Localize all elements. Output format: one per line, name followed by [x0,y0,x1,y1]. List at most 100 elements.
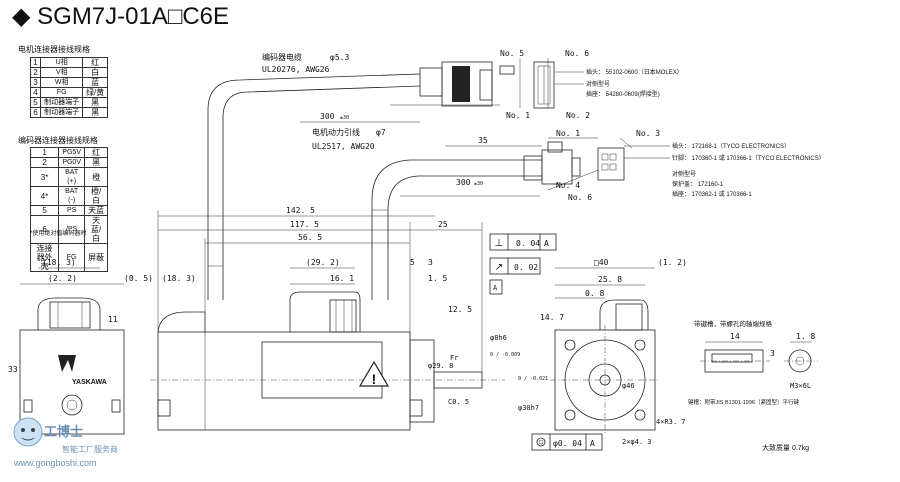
motor-table-heading: 电机连接器接线规格 [18,45,90,54]
tol-runout: 0. 02 [514,263,538,272]
page-title: ◆ SGM7J-01A□C6E [12,2,229,31]
dim-2x: 2×φ4. 3 [622,438,652,446]
datum-label: A [493,284,498,292]
power-cable-diameter: φ7 [376,128,386,137]
dim-18-3-b: (18. 3) [162,274,196,283]
dim-4r: 4×R3. 7 [656,418,686,426]
dim-117: 117. 5 [290,220,319,229]
encoder-cell: BAT (-) [58,186,86,206]
tol-perp: 0. 04 [516,239,540,248]
left-end-view: YASKAWA [19,297,125,435]
tol-perp-ref: A [544,239,549,248]
encoder-cable-length: 300 [320,112,335,121]
pwr-no1: No. 1 [556,129,580,138]
tol-concentric: φ0. 04 [553,439,582,448]
model-name: SGM7J-01A□C6E [37,3,230,30]
diamond-bullet-icon: ◆ [12,3,31,30]
encoder-cell: 连接器外壳 [29,243,60,272]
power-cable [371,159,542,300]
enc-mating: 对侧型号 [586,80,610,88]
dim-0-5: (0. 5) [124,274,153,283]
encoder-cell: 4* [29,186,60,206]
dim-14: 14 [730,332,740,341]
pwr-socket: 插座： 170362-1 或 170366-1 [672,190,752,198]
dim-0-8: 0. 8 [585,289,604,298]
dim-30h7: φ30h7 [518,404,539,412]
motor-cell: 制动器端子 [39,107,84,118]
svg-text:!: ! [372,371,377,387]
power-cable-spec: UL2517, AWG20 [312,142,375,151]
dim-29-8: φ29. 8 [428,362,453,370]
svg-text:↗: ↗ [495,262,503,273]
encoder-table-note: *使用绝对值编码器时 [30,231,87,237]
power-cable-label: 电机动力引线 [312,127,360,137]
dim-3: 3 [428,258,433,267]
watermark-slogan: 智能工厂服务商 [62,444,118,454]
dim-25-8: 25. 8 [598,275,622,284]
dim-fr: Fr [450,354,458,362]
encoder-cable-length-tol: ±30 [340,115,349,121]
brand-logo: YASKAWA [72,379,107,386]
watermark-name: 工博士 [44,424,83,439]
dimension-lines [20,58,812,372]
motor-side-view: ! [150,291,505,431]
shaft-keyway-detail [700,349,818,373]
dim-5: 5 [410,258,415,267]
encoder-row: 4*BAT (-)橙/白 [29,186,108,206]
power-cable-length: 300 [456,178,471,187]
tolerance-frames: ⊥ ↗ [489,233,603,451]
enc-plug: 插头： 55102-0600（日本MOLEX） [586,68,683,76]
encoder-cell: /PS [58,215,86,244]
encoder-row: 3*BAT (+)橙 [29,167,108,187]
pwr-mating: 对侧型号 [672,170,696,178]
enc-socket: 插座： 54280-0609(焊接型) [586,90,660,98]
power-cable-length-tol: ±30 [474,181,483,187]
dim-29: (29. 2) [306,258,340,267]
encoder-cable-diameter: φ5.3 [330,53,349,62]
mass-label: 大致质量 0.7kg [762,443,809,452]
dim-1-5: 1. 5 [428,274,447,283]
dim-8h6-tol: 0 / -0.009 [490,352,520,358]
encoder-cable [207,73,421,300]
dim-30h7-tol: 0 / -0.021 [518,376,548,382]
keyway-note: 键槽：附带JIS B1301-1996（紧固型）平行键 [688,398,799,406]
front-flange-view [550,299,660,435]
dim-11: 11 [108,315,118,324]
keyway-heading: 带键槽，带螺孔的轴端规格 [694,319,773,328]
dim-1-8: 1. 8 [796,332,815,341]
dim-c0-5: C0. 5 [448,398,469,406]
enc-no1: No. 1 [506,111,530,120]
dim-46: φ46 [622,382,635,390]
dim-m3: M3×6L [790,382,811,390]
enc-no5: No. 5 [500,49,524,58]
dim-40: □40 [594,258,609,267]
encoder-connector [419,61,555,109]
dim-14-7: 14. 7 [540,313,564,322]
dim-3-key: 3 [770,349,775,358]
dim-56: 56. 5 [298,233,322,242]
encoder-cable-spec: UL20276, AWG26 [262,65,330,74]
warning-triangle-icon: ! [358,360,390,387]
pwr-no3: No. 3 [636,129,660,138]
motor-cell: 黑 [82,107,108,118]
dim-2-2: (2. 2) [48,274,77,283]
encoder-cell: 屏蔽 [84,243,108,272]
pwr-no4: No. 4 [556,181,580,190]
encoder-cell: 6 [29,215,60,244]
svg-text:⊥: ⊥ [495,238,504,249]
dim-8h6: φ8h6 [490,334,507,342]
watermark-url: www.gongboshi.com [13,458,97,468]
pwr-pin: 针脚： 170360-1 或 170366-1（TYCO ELECTRONICS… [672,154,825,162]
dim-16: 16. 1 [330,274,354,283]
dim-1-2: (1. 2) [658,258,687,267]
encoder-table-heading: 编码器连接器接线规格 [18,136,98,145]
power-connector [523,141,625,185]
enc-no2: No. 2 [566,111,590,120]
